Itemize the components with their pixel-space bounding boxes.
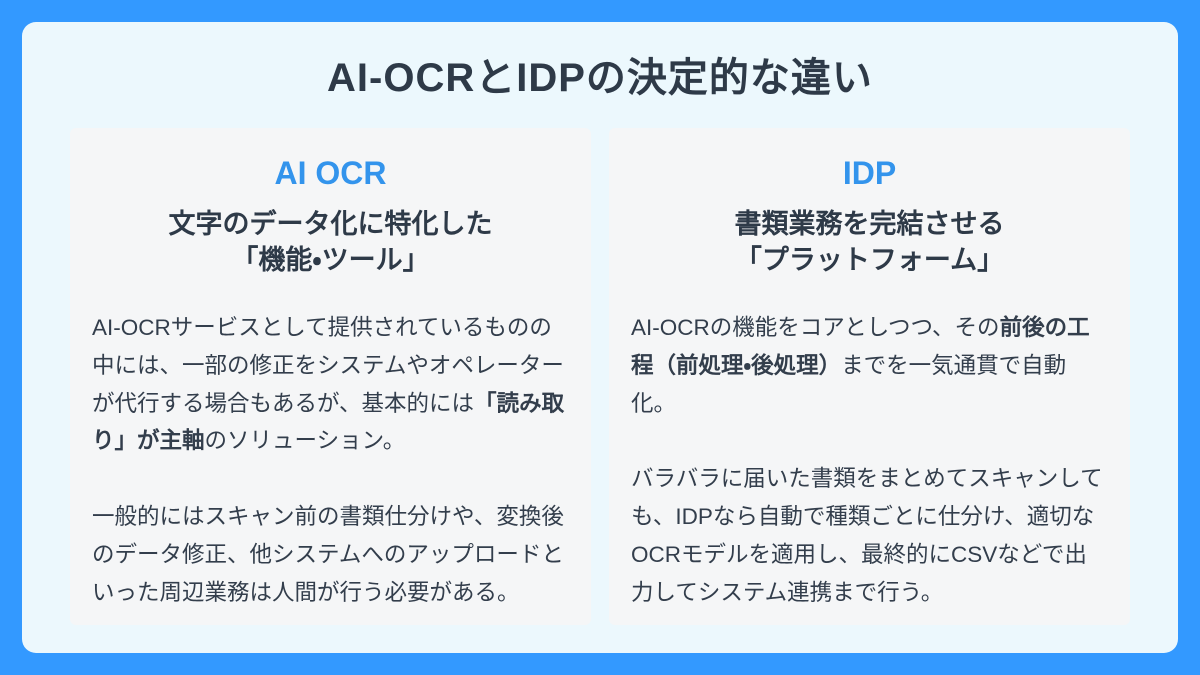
paragraph-bold-text: 前後の工程（前処理・後処理） bbox=[631, 315, 1090, 378]
page-title: AI-OCRとIDPの決定的な違い bbox=[327, 56, 873, 100]
card-idp: IDP 書類業務を完結させる 「プラットフォーム」 AI-OCRの機能をコアとし… bbox=[609, 128, 1130, 625]
card-idp-paragraph-1: AI-OCRの機能をコアとしつつ、その前後の工程（前処理・後処理）までを一気通貫… bbox=[631, 309, 1108, 422]
card-ai-ocr-subtitle-line2: 「機能・ツール」 bbox=[231, 245, 430, 276]
paragraph-text: のソリューション。 bbox=[204, 428, 406, 454]
paragraph-bold-text: 「読み取り」が主軸 bbox=[92, 390, 565, 454]
card-idp-body: AI-OCRの機能をコアとしつつ、その前後の工程（前処理・後処理）までを一気通貫… bbox=[631, 309, 1108, 612]
card-ai-ocr-paragraph-2: 一般的にはスキャン前の書類仕分けや、変換後のデータ修正、他システムへのアップロー… bbox=[92, 504, 564, 605]
card-ai-ocr-heading: AI OCR bbox=[274, 155, 387, 191]
card-idp-subtitle-line1: 書類業務を完結させる bbox=[734, 209, 1005, 240]
card-idp-heading: IDP bbox=[842, 155, 897, 191]
content-panel: AI-OCRとIDPの決定的な違い AI OCR 文字のデータ化に特化した 「機… bbox=[22, 22, 1178, 653]
card-idp-paragraph-2: バラバラに届いた書類をまとめてスキャンしても、IDPなら自動で種類ごとに仕分け、… bbox=[631, 466, 1103, 605]
paragraph-text: AI-OCRサービスとして提供されているものの中には、一部の修正をシステムやオペ… bbox=[92, 315, 564, 416]
card-ai-ocr-body: AI-OCRサービスとして提供されているものの中には、一部の修正をシステムやオペ… bbox=[92, 309, 569, 612]
paragraph-text: までを一気通貫で自動化。 bbox=[631, 352, 1067, 416]
card-ai-ocr-subtitle-line1: 文字のデータ化に特化した bbox=[168, 209, 493, 240]
comparison-cards: AI OCR 文字のデータ化に特化した 「機能・ツール」 AI-OCRサービスと… bbox=[70, 128, 1130, 625]
card-ai-ocr-subtitle: 文字のデータ化に特化した 「機能・ツール」 bbox=[92, 207, 569, 279]
card-idp-subtitle: 書類業務を完結させる 「プラットフォーム」 bbox=[631, 207, 1108, 279]
card-idp-subtitle-line2: 「プラットフォーム」 bbox=[734, 245, 1005, 276]
card-ai-ocr: AI OCR 文字のデータ化に特化した 「機能・ツール」 AI-OCRサービスと… bbox=[70, 128, 591, 625]
card-ai-ocr-paragraph-1: AI-OCRサービスとして提供されているものの中には、一部の修正をシステムやオペ… bbox=[92, 309, 569, 460]
paragraph-text: AI-OCRの機能をコアとしつつ、その bbox=[631, 315, 1000, 340]
